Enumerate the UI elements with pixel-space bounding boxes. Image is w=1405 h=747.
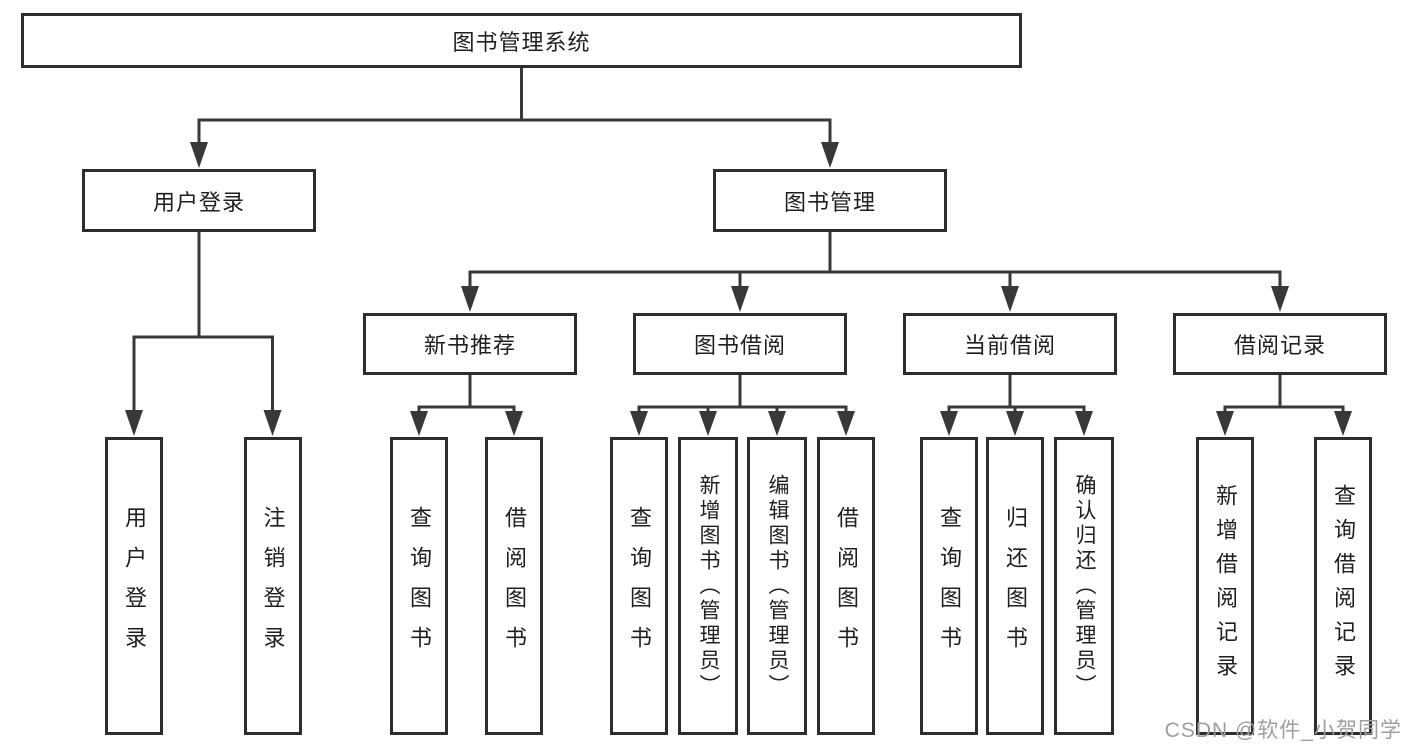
leaf-add-borrow-record-label: 新增借阅记录 [1213,484,1238,688]
leaf-query-books-current: 查询图书 [920,437,978,735]
leaf-user-login-label: 用户登录 [122,506,147,666]
leaf-borrow-books-label: 借阅图书 [834,506,859,666]
node-new-book-recommend: 新书推荐 [363,313,577,375]
leaf-logout: 注销登录 [243,437,302,735]
leaf-edit-books-admin-label: 编辑图书（管理员） [766,473,789,699]
leaf-confirm-return-admin: 确认归还（管理员） [1054,437,1114,735]
leaf-borrow-books: 借阅图书 [817,437,875,735]
leaf-query-borrow-record: 查询借阅记录 [1314,437,1372,735]
leaf-query-books-current-label: 查询图书 [937,506,962,666]
leaf-add-books-admin-label: 新增图书（管理员） [697,473,720,699]
leaf-borrow-books-recommend-label: 借阅图书 [502,506,527,666]
node-root-system: 图书管理系统 [21,13,1022,68]
node-book-borrow: 图书借阅 [633,313,847,375]
leaf-add-books-admin: 新增图书（管理员） [678,437,738,735]
leaf-logout-label: 注销登录 [260,506,286,666]
leaf-query-borrow-record-label: 查询借阅记录 [1331,484,1356,688]
leaf-user-login: 用户登录 [105,437,163,735]
node-current-borrow: 当前借阅 [903,313,1117,375]
leaf-query-books-borrow: 查询图书 [610,437,668,735]
leaf-query-books-recommend: 查询图书 [390,437,448,735]
node-user-login: 用户登录 [82,169,316,232]
leaf-borrow-books-recommend: 借阅图书 [485,437,543,735]
leaf-edit-books-admin: 编辑图书（管理员） [747,437,807,735]
leaf-return-books: 归还图书 [986,437,1044,735]
node-book-management: 图书管理 [713,169,947,232]
leaf-query-books-recommend-label: 查询图书 [407,506,432,666]
leaf-confirm-return-admin-label: 确认归还（管理员） [1073,473,1096,699]
leaf-return-books-label: 归还图书 [1003,506,1028,666]
leaf-add-borrow-record: 新增借阅记录 [1196,437,1254,735]
node-borrow-records: 借阅记录 [1173,313,1387,375]
watermark: CSDN @软件_小贺同学 [1164,719,1402,742]
leaf-query-books-borrow-label: 查询图书 [627,506,652,666]
